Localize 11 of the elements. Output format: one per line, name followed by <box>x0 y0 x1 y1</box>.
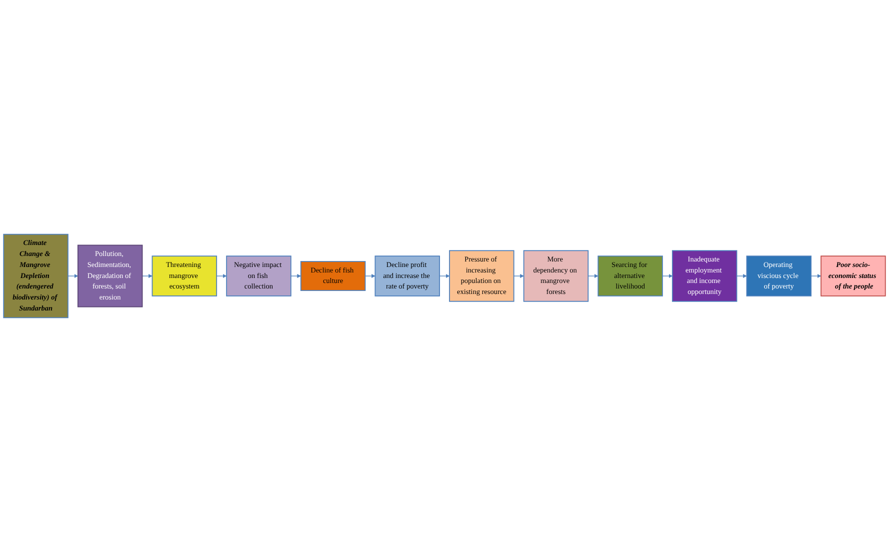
arrow <box>290 274 302 278</box>
arrow <box>68 274 78 278</box>
arrow <box>216 274 227 278</box>
arrow <box>513 274 524 278</box>
arrow <box>736 274 747 278</box>
arrow <box>364 274 376 278</box>
arrow <box>439 274 450 278</box>
arrow <box>662 274 673 278</box>
arrow <box>810 274 822 278</box>
arrow <box>142 274 152 278</box>
arrow <box>588 274 598 278</box>
